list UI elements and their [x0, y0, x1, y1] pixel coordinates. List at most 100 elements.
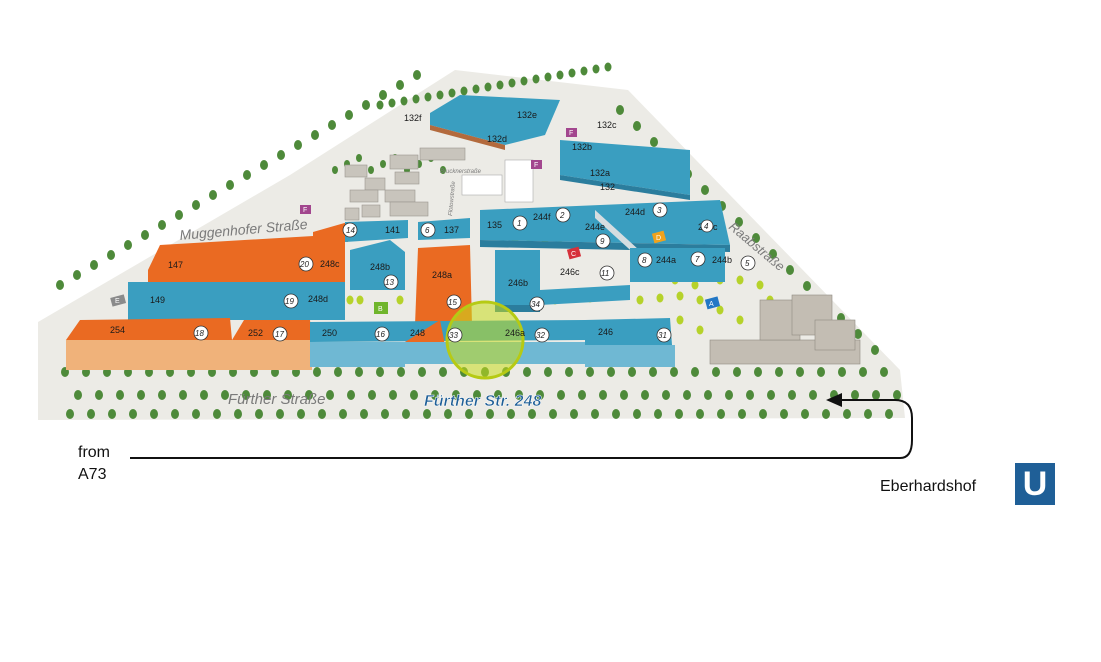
street-bruckner: Brucknerstraße	[440, 169, 482, 175]
label-246c: 246c	[560, 267, 580, 277]
tree	[379, 90, 387, 100]
route-line	[130, 399, 913, 459]
tree	[465, 409, 473, 419]
tree	[242, 390, 250, 400]
tree	[444, 409, 452, 419]
label-137: 137	[444, 225, 459, 235]
highlight-label: Fürther Str. 248	[424, 393, 541, 410]
tree	[345, 110, 353, 120]
label-132b: 132b	[572, 142, 592, 152]
tree	[578, 390, 586, 400]
tree	[557, 390, 565, 400]
tree	[696, 325, 704, 335]
tree	[556, 70, 564, 80]
tree	[396, 80, 404, 90]
label-246a: 246a	[505, 328, 525, 338]
white-buildings	[461, 159, 534, 203]
tree	[607, 367, 615, 377]
marker-9: 9	[600, 237, 605, 246]
tree	[263, 390, 271, 400]
tree	[334, 367, 342, 377]
tree	[412, 94, 420, 104]
tree	[507, 409, 515, 419]
marker-7: 7	[695, 255, 700, 264]
label-135: 135	[487, 220, 502, 230]
tree	[209, 190, 217, 200]
tree	[520, 76, 528, 86]
tree	[532, 74, 540, 84]
tree	[612, 409, 620, 419]
tree	[725, 390, 733, 400]
entrance-d: D	[656, 235, 661, 242]
tree	[786, 265, 794, 275]
tree	[864, 409, 872, 419]
tree	[746, 390, 754, 400]
tree	[388, 98, 396, 108]
label-250: 250	[322, 328, 337, 338]
tree	[843, 409, 851, 419]
tree	[150, 409, 158, 419]
tree	[704, 390, 712, 400]
front-row-buildings	[66, 318, 675, 370]
tree	[431, 390, 439, 400]
tree	[716, 305, 724, 315]
tree	[137, 390, 145, 400]
tree	[158, 220, 166, 230]
label-254: 254	[110, 325, 125, 335]
tree	[871, 345, 879, 355]
marker-17: 17	[275, 330, 284, 339]
tree	[736, 275, 744, 285]
marker-15: 15	[448, 298, 457, 307]
tree	[87, 409, 95, 419]
tree	[851, 390, 859, 400]
entrance-f-2: F	[534, 162, 538, 169]
tree	[801, 409, 809, 419]
marker-19: 19	[285, 297, 294, 306]
tree	[717, 409, 725, 419]
tree	[90, 260, 98, 270]
building-147-149	[128, 222, 348, 320]
tree	[670, 367, 678, 377]
label-248b: 248b	[370, 262, 390, 272]
tree	[775, 367, 783, 377]
tree	[649, 367, 657, 377]
tree	[171, 409, 179, 419]
entrance-tags: A B C D E F F F	[110, 128, 721, 314]
tree	[397, 367, 405, 377]
tree	[158, 390, 166, 400]
entrance-a: A	[709, 301, 714, 308]
tree	[356, 154, 362, 162]
marker-1: 1	[517, 219, 521, 228]
tree	[496, 80, 504, 90]
tree	[448, 88, 456, 98]
label-248: 248	[410, 328, 425, 338]
street-flotow: Flotowstraße	[448, 180, 457, 216]
tree	[234, 409, 242, 419]
marker-16: 16	[376, 330, 385, 339]
marker-6: 6	[425, 226, 430, 235]
tree	[756, 280, 764, 290]
tree	[528, 409, 536, 419]
tree	[277, 150, 285, 160]
tree	[712, 367, 720, 377]
tree	[754, 367, 762, 377]
marker-32: 32	[536, 331, 545, 340]
tree	[243, 170, 251, 180]
tree	[580, 66, 588, 76]
tree	[508, 78, 516, 88]
tree	[108, 409, 116, 419]
entrance-e: E	[115, 298, 120, 305]
highlight-circle	[445, 300, 525, 380]
tree	[124, 240, 132, 250]
marker-3: 3	[657, 206, 662, 215]
tree	[691, 280, 699, 290]
tree	[318, 409, 326, 419]
tree	[796, 367, 804, 377]
marker-34: 34	[531, 300, 540, 309]
tree	[633, 409, 641, 419]
entrance-c: C	[571, 251, 576, 258]
tree	[696, 295, 704, 305]
tree	[822, 409, 830, 419]
tree	[73, 270, 81, 280]
